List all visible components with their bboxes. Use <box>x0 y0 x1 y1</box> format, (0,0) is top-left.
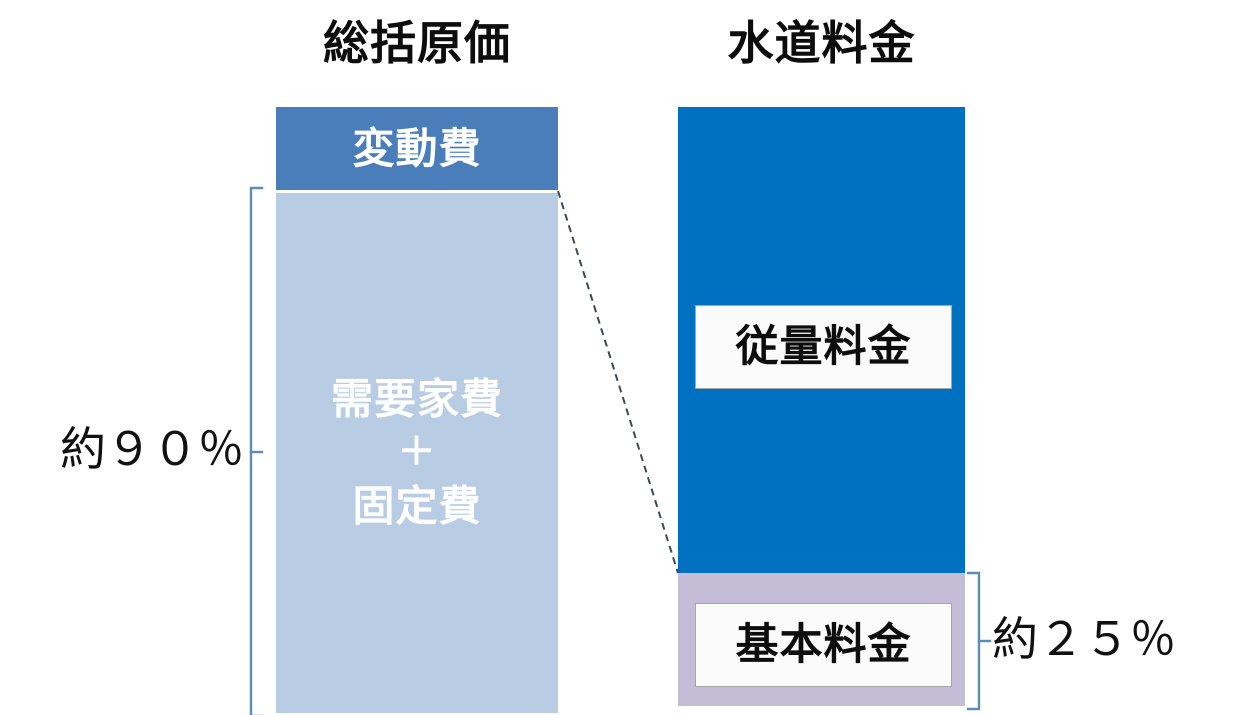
left-bracket <box>249 186 264 715</box>
segment-fixed-cost-label: 需要家費 ＋ 固定費 <box>276 370 558 537</box>
left-column-title: 総括原価 <box>323 17 511 69</box>
right-column-title: 水道料金 <box>727 17 916 69</box>
segment-variable-cost: 変動費 <box>276 107 558 190</box>
right-bracket <box>966 571 992 711</box>
fixed-cost-line-demand: 需要家費 <box>330 375 503 423</box>
base-charge-label: 基本料金 <box>735 620 912 669</box>
segment-variable-cost-label: 変動費 <box>352 124 482 172</box>
fixed-cost-plus-sign: ＋ <box>397 431 437 474</box>
left-percentage-caption: 約９０％ <box>60 423 244 475</box>
segment-fixed-cost: 需要家費 ＋ 固定費 <box>276 193 558 713</box>
right-percentage-caption: 約２５％ <box>992 613 1176 665</box>
base-charge-callout-box: 基本料金 <box>695 603 952 687</box>
fixed-cost-line-fixed: 固定費 <box>352 482 482 530</box>
usage-charge-callout-box: 従量料金 <box>695 305 952 389</box>
usage-charge-label: 従量料金 <box>735 322 912 371</box>
